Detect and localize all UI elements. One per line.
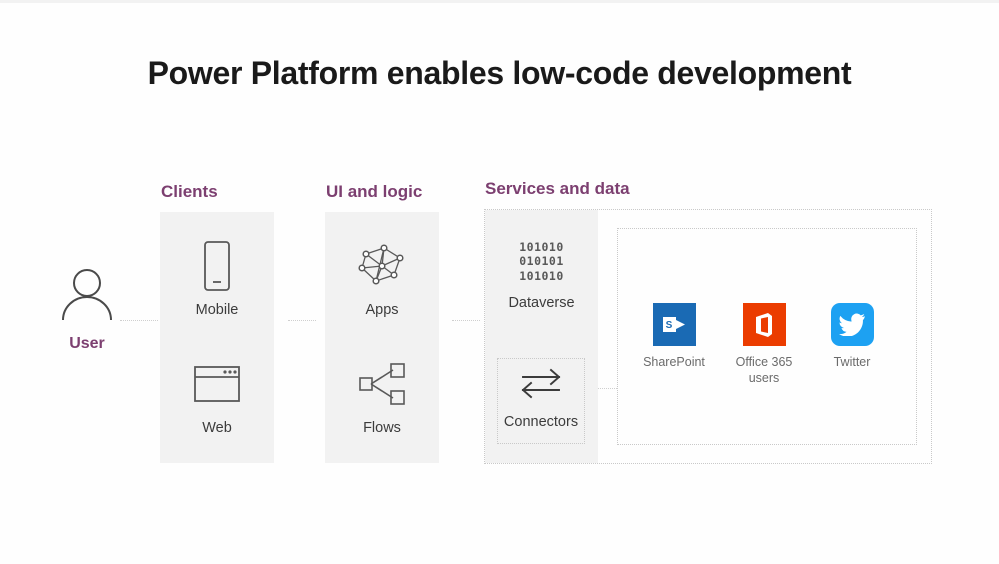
network-graph-icon <box>325 237 439 295</box>
connector-line-uilogic-to-services <box>452 320 480 321</box>
top-edge-strip <box>0 0 999 3</box>
connector-line-connectors-to-services <box>585 388 617 389</box>
sharepoint-icon: S <box>652 303 696 346</box>
user-label: User <box>69 335 105 352</box>
services-and-data-region <box>484 209 932 464</box>
tile-apps[interactable]: Apps <box>325 237 439 318</box>
user-block: User <box>52 268 122 353</box>
office365-label-line1: Office 365 <box>735 355 793 369</box>
connected-services-box <box>617 228 917 445</box>
service-label-twitter: Twitter <box>833 355 871 369</box>
person-icon <box>52 268 122 325</box>
tile-flows[interactable]: Flows <box>325 355 439 436</box>
office365-icon <box>742 303 786 346</box>
bidirectional-arrows-icon <box>497 366 585 405</box>
twitter-bird-icon <box>830 303 874 346</box>
service-sharepoint[interactable]: S SharePoint <box>628 303 720 371</box>
tile-label-web: Web <box>202 420 232 436</box>
connector-line-clients-to-uilogic <box>288 320 316 321</box>
panel-dataverse-column <box>485 210 598 463</box>
tile-connectors[interactable]: Connectors <box>497 366 585 430</box>
tile-label-connectors: Connectors <box>503 414 579 430</box>
tile-label-mobile: Mobile <box>195 302 239 318</box>
page-title: Power Platform enables low-code developm… <box>147 55 852 91</box>
mobile-phone-icon <box>160 237 274 295</box>
binary-digits-icon: 101010 010101 101010 <box>485 240 598 283</box>
connector-line-user-to-clients <box>120 320 158 321</box>
panel-clients <box>160 212 274 463</box>
tile-mobile[interactable]: Mobile <box>160 237 274 318</box>
tile-web[interactable]: Web <box>160 355 274 436</box>
office365-label-line2: users <box>748 370 780 385</box>
service-twitter[interactable]: Twitter <box>806 303 898 371</box>
section-heading-clients: Clients <box>161 182 218 201</box>
tile-label-dataverse: Dataverse <box>508 295 575 312</box>
binary-row: 010101 <box>519 254 564 269</box>
flow-branch-icon <box>325 355 439 413</box>
tile-dataverse[interactable]: 101010 010101 101010 Dataverse <box>485 240 598 311</box>
section-heading-ui-and-logic: UI and logic <box>326 182 423 201</box>
service-label-sharepoint: SharePoint <box>643 355 705 369</box>
svg-text:S: S <box>665 320 672 331</box>
connectors-box <box>497 358 585 444</box>
tile-label-flows: Flows <box>363 420 401 436</box>
section-heading-services-and-data: Services and data <box>485 179 630 198</box>
tile-label-apps: Apps <box>365 302 399 318</box>
browser-window-icon <box>160 355 274 413</box>
binary-row: 101010 <box>519 268 564 283</box>
binary-row: 101010 <box>519 240 564 254</box>
